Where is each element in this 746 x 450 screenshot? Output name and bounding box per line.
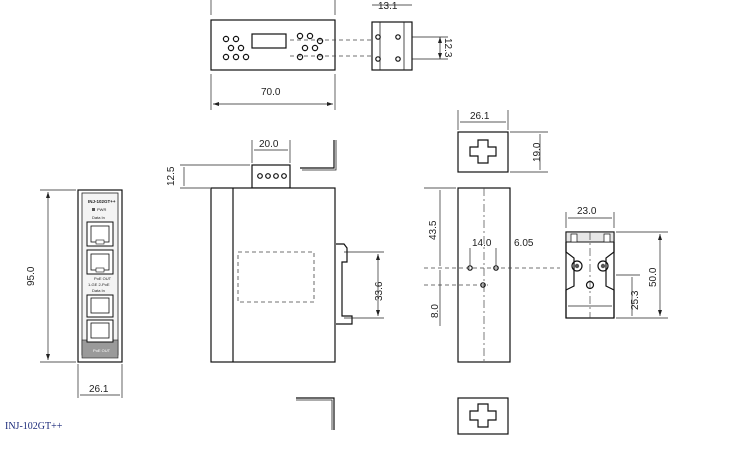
top-view-label-window bbox=[251, 33, 287, 49]
dim-vent-width: 20.0 bbox=[259, 139, 279, 150]
top-view-body bbox=[210, 19, 336, 71]
side-view: 20.0 12.5 33.6 bbox=[166, 139, 385, 430]
front-footer: PoE OUT bbox=[93, 348, 111, 353]
rj45-port-2 bbox=[86, 249, 114, 275]
rj45-port-1 bbox=[86, 221, 114, 247]
din-bracket-bottom bbox=[296, 397, 335, 430]
front-brand: INJ-102GT++ bbox=[88, 199, 116, 204]
dim-side-top-small: 13.1 bbox=[378, 1, 398, 12]
front-pwr: PWR bbox=[97, 207, 106, 212]
top-view: 70.0 bbox=[210, 0, 380, 110]
dim-hole-offset: 6.05 bbox=[514, 238, 534, 249]
top-side-body bbox=[371, 21, 413, 71]
din-clip bbox=[336, 243, 353, 325]
front-poe-label: PoE OUT bbox=[94, 276, 112, 281]
dim-vent-offset: 12.5 bbox=[166, 166, 177, 186]
dim-hole-top: 43.5 bbox=[428, 220, 439, 240]
mount-cross-bottom bbox=[469, 403, 497, 428]
side-label-area bbox=[237, 251, 315, 303]
dim-rail-height: 50.0 bbox=[648, 267, 659, 287]
front-led-row: 1-GE 2-PoE bbox=[88, 282, 110, 287]
dim-rail-half: 25.3 bbox=[630, 290, 641, 310]
mount-plate-top bbox=[457, 131, 509, 173]
side-body bbox=[210, 187, 336, 363]
rj45-port-4 bbox=[86, 319, 114, 343]
front-port-label-top: Data In bbox=[92, 215, 105, 220]
dim-mount-width: 26.1 bbox=[470, 111, 490, 122]
front-view: INJ-102GT++ PWR Data In PoE OUT 1-GE 2-P… bbox=[26, 189, 123, 398]
top-side-view: 13.1 12.3 bbox=[371, 1, 453, 71]
dim-front-width: 26.1 bbox=[89, 384, 109, 395]
dim-hole-bottom: 8.0 bbox=[430, 304, 441, 318]
mount-cross-top bbox=[469, 139, 497, 164]
dim-side-height-small: 12.3 bbox=[442, 38, 453, 58]
top-view-holes bbox=[222, 32, 324, 61]
dim-front-height: 95.0 bbox=[26, 266, 37, 286]
dim-mount-height: 19.0 bbox=[532, 142, 543, 162]
dim-hole-spacing: 14.0 bbox=[472, 238, 492, 249]
din-bracket-top bbox=[300, 140, 335, 169]
dim-top-width: 70.0 bbox=[261, 87, 281, 98]
rj45-port-3 bbox=[86, 294, 114, 318]
mount-view: 26.1 19.0 43.5 14.0 6.05 8.0 bbox=[424, 110, 560, 435]
dim-rail-width: 23.0 bbox=[577, 206, 597, 217]
model-label: INJ-102GT++ bbox=[5, 421, 63, 432]
rail-view: 23.0 50.0 25.3 bbox=[565, 206, 668, 319]
dim-din-clip: 33.6 bbox=[374, 281, 385, 301]
front-port-label-bottom: Data In bbox=[92, 288, 105, 293]
